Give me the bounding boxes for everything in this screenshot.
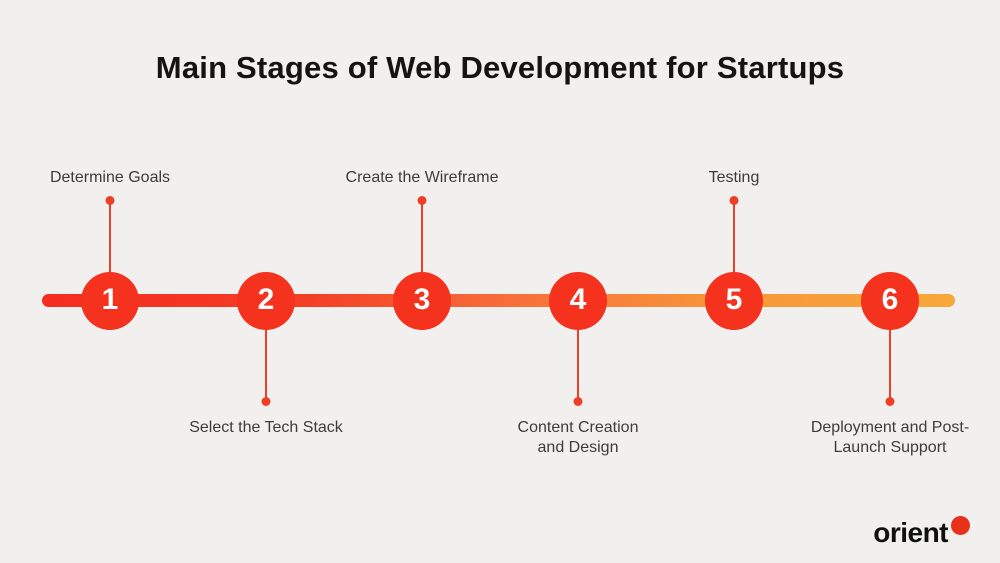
stage-6: Deployment and Post-Launch Support 6 (811, 272, 969, 456)
stage-1-number: 1 (101, 283, 119, 316)
stage-5-number: 5 (725, 283, 743, 316)
stage-5-circle: 5 (705, 272, 763, 330)
stage-5: Testing 5 (705, 169, 763, 330)
connector-dot (729, 196, 739, 205)
stage-4-number: 4 (569, 283, 587, 316)
connector-dot (261, 397, 271, 406)
stage-4: Content Creation and Design 4 (518, 272, 638, 456)
stage-1: Determine Goals 1 (50, 169, 170, 330)
stage-3-circle: 3 (393, 272, 451, 330)
stage-2-circle: 2 (237, 272, 295, 330)
connector-line (889, 328, 891, 398)
page-title: Main Stages of Web Development for Start… (155, 50, 845, 85)
stage-2-label: Select the Tech Stack (189, 419, 343, 436)
stage-6-number: 6 (881, 283, 899, 316)
stage-5-label: Testing (708, 169, 760, 186)
stage-2: Select the Tech Stack 2 (189, 272, 343, 436)
stage-3-number: 3 (413, 283, 431, 316)
stage-3-label: Create the Wireframe (345, 169, 499, 186)
stage-4-label: Content Creation and Design (517, 419, 639, 456)
stage-2-number: 2 (257, 283, 275, 316)
timeline-track (42, 294, 955, 307)
stage-4-circle: 4 (549, 272, 607, 330)
connector-dot (885, 397, 895, 406)
connector-line (421, 204, 423, 274)
connector-line (109, 204, 111, 274)
logo-dot-icon (951, 516, 970, 535)
connector-line (577, 328, 579, 398)
stage-3: Create the Wireframe 3 (346, 169, 498, 330)
connector-line (733, 204, 735, 274)
connector-dot (105, 196, 115, 205)
connector-dot (573, 397, 583, 406)
logo: orient (873, 516, 970, 548)
stage-6-circle: 6 (861, 272, 919, 330)
logo-text: orient (873, 517, 948, 548)
stage-1-label: Determine Goals (49, 169, 171, 186)
stage-1-circle: 1 (81, 272, 139, 330)
connector-line (265, 328, 267, 398)
connector-dot (417, 196, 427, 205)
stage-6-label: Deployment and Post-Launch Support (810, 419, 970, 456)
